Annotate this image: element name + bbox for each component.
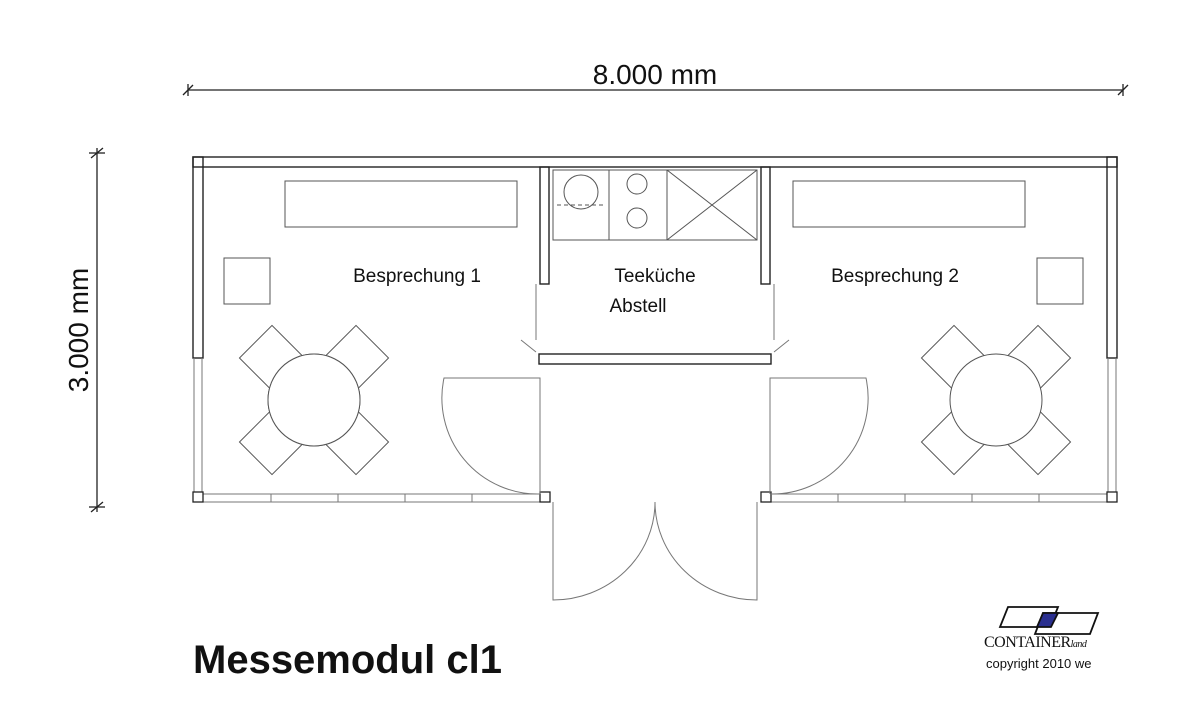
table-right [920, 324, 1072, 476]
logo-graphic [998, 606, 1100, 635]
kitchenette [552, 169, 758, 241]
room-label-center-line1: Teeküche [614, 266, 695, 287]
corner-posts [192, 491, 1118, 503]
windows [193, 358, 1117, 503]
partition-walls [538, 166, 772, 365]
interior-doors [441, 284, 869, 495]
width-dimension-label: 8.000 mm [593, 59, 718, 90]
small-cabinets [223, 257, 1084, 305]
width-dimension [182, 84, 1129, 96]
room-label-right: Besprechung 2 [831, 266, 959, 287]
height-dimension [89, 147, 105, 513]
logo-brand: CONTAINER [984, 634, 1071, 651]
logo-wordmark: CONTAINERland [984, 634, 1087, 652]
room-label-left: Besprechung 1 [353, 266, 481, 287]
sideboards [284, 180, 1026, 228]
table-left [238, 324, 390, 476]
logo-brand-suffix: land [1070, 639, 1087, 650]
height-dimension-label: 3.000 mm [63, 268, 94, 393]
copyright-text: copyright 2010 we [986, 656, 1092, 671]
plan-title: Messemodul cl1 [193, 638, 503, 682]
entrance-door [552, 501, 758, 601]
room-label-center-line2: Abstell [609, 296, 666, 317]
outer-walls [192, 156, 1118, 359]
